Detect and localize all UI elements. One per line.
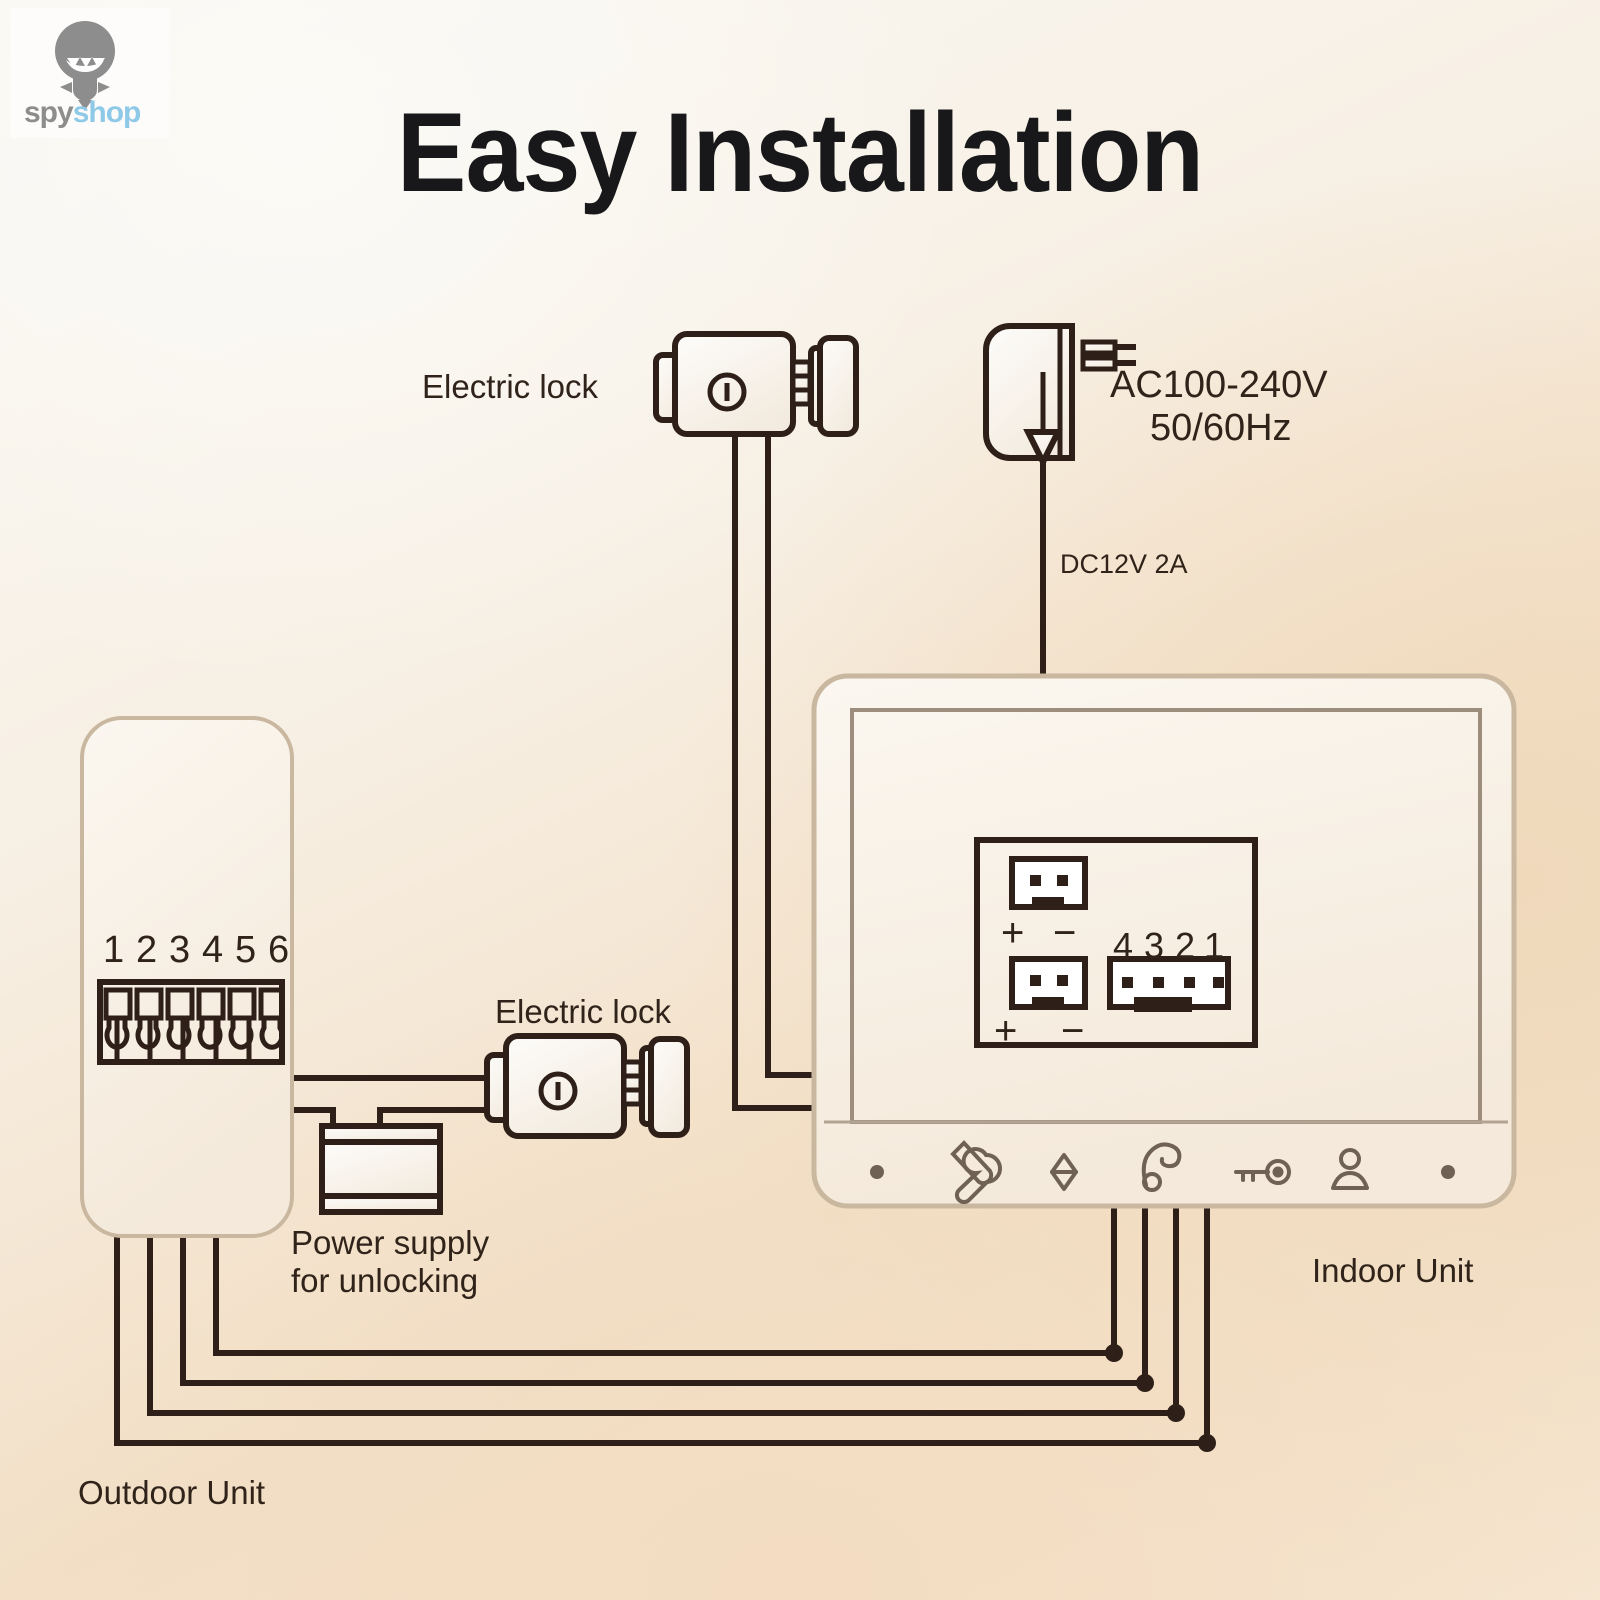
spyshop-watermark: spyshop	[10, 8, 170, 138]
power-connector-minus: −	[1053, 911, 1077, 955]
electric-lock-middle	[484, 1033, 690, 1139]
label-power-supply-line2: for unlocking	[291, 1262, 479, 1299]
indoor-button-row	[870, 1140, 1455, 1205]
dot-icon	[1441, 1165, 1455, 1179]
watermark-wordmark: spyshop	[24, 96, 142, 130]
power-connector-plus: +	[1001, 911, 1025, 955]
dot-icon	[870, 1165, 884, 1179]
label-power-supply-line1: Power supply	[291, 1224, 490, 1261]
indoor-unit	[811, 673, 1517, 1209]
outdoor-terminal-number: 6	[268, 929, 290, 971]
unlocking-power-supply	[319, 1123, 443, 1215]
label-adapter-frequency: 50/60Hz	[1150, 407, 1292, 449]
ninja-head-logo-icon	[55, 21, 115, 110]
wire-endpoint-dots	[1105, 1344, 1216, 1452]
wrench-screwdriver-icon	[950, 1140, 1002, 1205]
label-electric-lock-top: Electric lock	[422, 368, 599, 405]
outdoor-terminal-block	[97, 979, 285, 1065]
power-adapter	[983, 323, 1136, 469]
watermark-brand-left: spy	[24, 96, 74, 129]
label-indoor-unit: Indoor Unit	[1312, 1252, 1474, 1289]
key-icon	[1234, 1159, 1291, 1185]
indoor-bus-number: 2	[1175, 925, 1196, 966]
indoor-connector-panel	[974, 837, 1258, 1048]
label-dc-output: DC12V 2A	[1060, 549, 1188, 579]
indoor-lock-connector	[1009, 956, 1088, 1010]
page-title: Easy Installation	[396, 90, 1204, 215]
electric-lock-top	[653, 331, 859, 437]
phone-handset-icon	[1141, 1142, 1182, 1192]
indoor-bus-connector	[1107, 956, 1231, 1012]
watermark-brand-right: shop	[72, 96, 142, 129]
outdoor-terminal-number: 2	[136, 929, 158, 971]
indoor-bus-number: 3	[1144, 925, 1165, 966]
indoor-bus-number: 4	[1113, 925, 1134, 966]
label-adapter-voltage: AC100-240V	[1110, 364, 1328, 406]
outdoor-terminal-number: 3	[169, 929, 191, 971]
outdoor-terminal-number: 1	[103, 929, 125, 971]
lock-connector-minus: −	[1061, 1009, 1085, 1053]
outdoor-unit	[80, 716, 294, 1238]
label-electric-lock-middle: Electric lock	[495, 993, 672, 1030]
indoor-power-connector	[1009, 856, 1088, 910]
indoor-bus-number: 1	[1204, 925, 1225, 966]
lock-connector-plus: +	[994, 1009, 1018, 1053]
up-down-triangles-icon	[1050, 1153, 1078, 1191]
label-outdoor-unit: Outdoor Unit	[78, 1474, 266, 1511]
person-icon	[1331, 1148, 1369, 1190]
outdoor-terminal-number: 4	[202, 929, 224, 971]
outdoor-terminal-number: 5	[235, 929, 257, 971]
